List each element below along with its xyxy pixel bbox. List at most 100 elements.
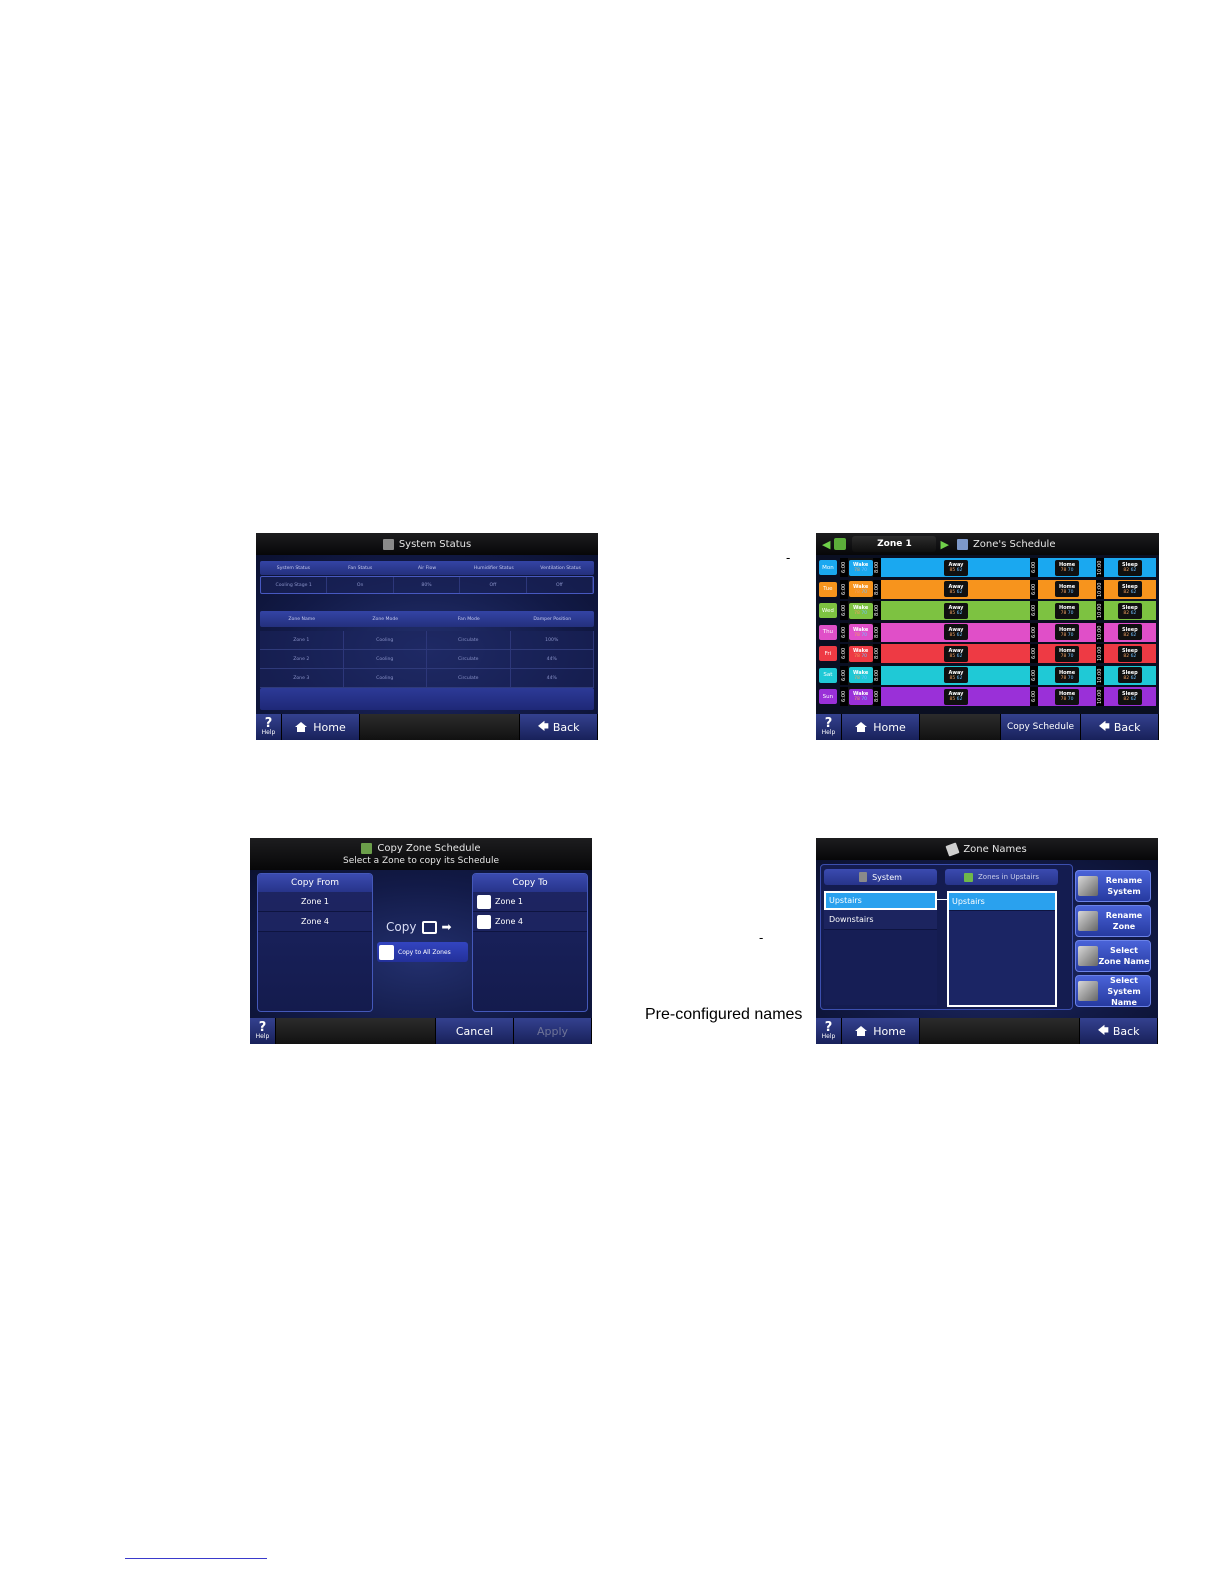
list-item-selected[interactable]: Upstairs bbox=[824, 891, 937, 910]
help-button[interactable]: ?Help bbox=[256, 714, 282, 740]
list-item-selected[interactable]: Upstairs bbox=[949, 893, 1055, 911]
checkbox[interactable] bbox=[379, 944, 394, 960]
home-button[interactable]: Home bbox=[842, 1018, 920, 1044]
day-label[interactable]: Mon bbox=[819, 560, 837, 575]
apply-button[interactable]: Apply bbox=[514, 1018, 592, 1044]
copy-to-all-zones-button[interactable]: Copy to All Zones bbox=[377, 942, 468, 962]
help-button[interactable]: ?Help bbox=[816, 1018, 842, 1044]
list-item[interactable]: Zone 4 bbox=[473, 912, 587, 932]
day-label[interactable]: Sat bbox=[819, 667, 837, 683]
select-system-name-button[interactable]: Select System Name bbox=[1075, 975, 1151, 1007]
back-button[interactable]: 🡄Back bbox=[1080, 1018, 1158, 1044]
tab-system[interactable]: System bbox=[824, 869, 937, 885]
home-button[interactable]: Home bbox=[842, 714, 920, 740]
prev-zone-arrow-icon[interactable]: ◀ bbox=[822, 537, 831, 551]
list-item[interactable]: Zone 1 bbox=[473, 892, 587, 912]
cancel-button[interactable]: Cancel bbox=[436, 1018, 514, 1044]
list-item[interactable]: Zone 4 bbox=[258, 912, 372, 932]
day-label[interactable]: Wed bbox=[819, 603, 837, 618]
select-zone-name-button[interactable]: Select Zone Name bbox=[1075, 940, 1151, 972]
day-label[interactable]: Sun bbox=[819, 689, 837, 704]
tab-zones[interactable]: Zones in Upstairs bbox=[945, 869, 1058, 885]
next-zone-arrow-icon[interactable]: ▶ bbox=[940, 537, 949, 551]
day-label[interactable]: Fri bbox=[819, 646, 837, 661]
rename-system-button[interactable]: Rename System bbox=[1075, 870, 1151, 902]
day-label[interactable]: Tue bbox=[819, 581, 837, 597]
zone-selector[interactable]: Zone 1 bbox=[852, 536, 937, 552]
rename-zone-button[interactable]: Rename Zone bbox=[1075, 905, 1151, 937]
back-button[interactable]: 🡄Back bbox=[1081, 714, 1159, 740]
list-item[interactable]: Downstairs bbox=[824, 910, 937, 930]
list-item[interactable]: Zone 1 bbox=[258, 892, 372, 912]
checkbox[interactable] bbox=[477, 914, 491, 929]
copy-schedule-button[interactable]: Copy Schedule bbox=[1001, 714, 1081, 740]
checkbox[interactable] bbox=[477, 894, 491, 909]
back-button[interactable]: 🡄Back bbox=[520, 714, 598, 740]
help-button[interactable]: ?Help bbox=[250, 1018, 276, 1044]
home-button[interactable]: Home bbox=[282, 714, 360, 740]
